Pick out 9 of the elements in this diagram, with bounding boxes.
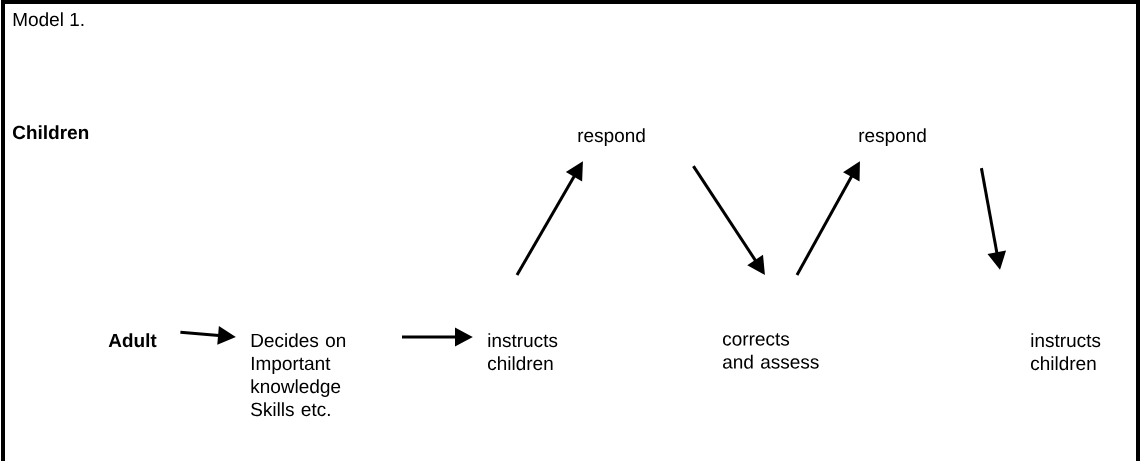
step-text: instructs children	[1031, 333, 1101, 371]
step-text: corrects and assess	[723, 333, 819, 369]
step-text: Decides on Important knowledge Skills etc.	[251, 333, 346, 417]
title: Model 1.	[13, 12, 84, 27]
step-text: instructs children	[488, 333, 558, 371]
row-label: Children	[13, 125, 89, 140]
step-text: Adult	[108, 333, 157, 348]
step-text: respond	[578, 128, 645, 146]
step-text: respond	[859, 128, 926, 146]
